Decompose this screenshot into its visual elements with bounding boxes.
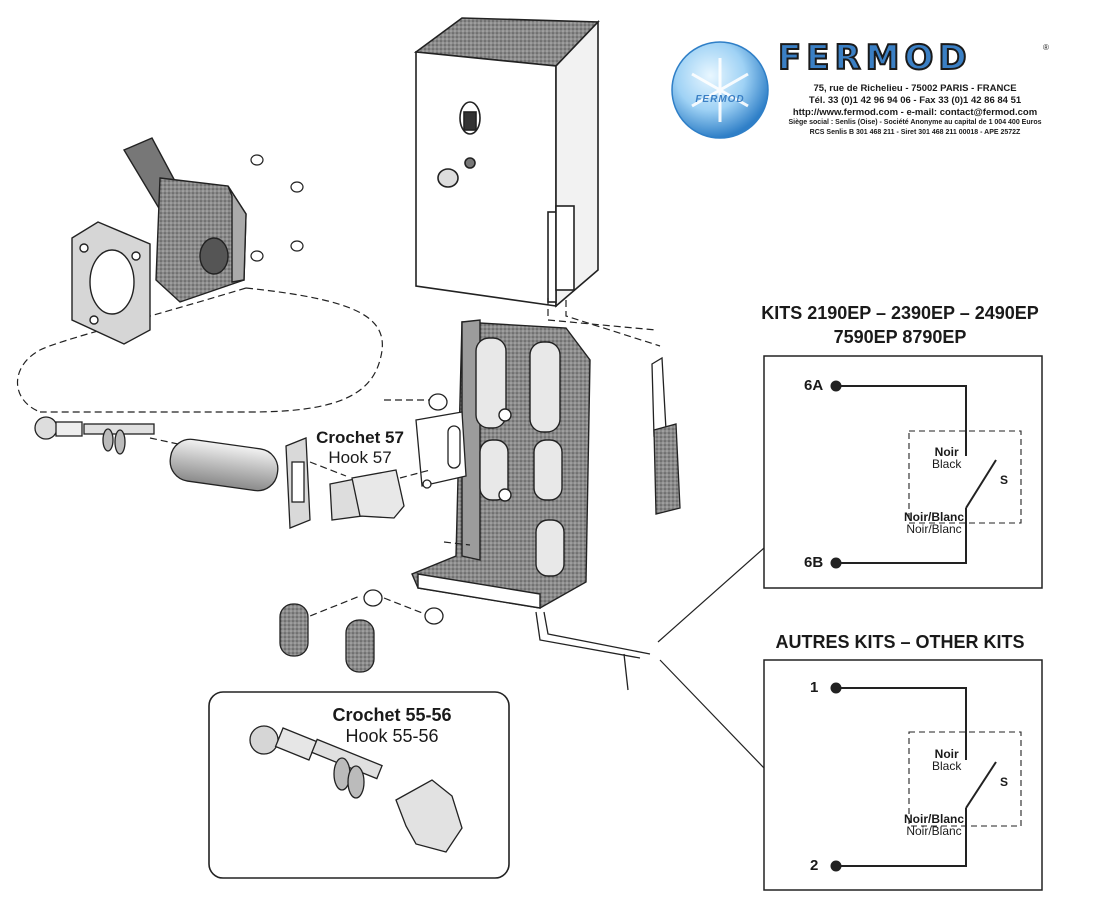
- other-wire-noir-fr: Noir: [934, 747, 959, 761]
- terminal-2: 2: [810, 857, 819, 874]
- terminal-1: 1: [810, 679, 819, 696]
- hook-5556-fr: Crochet 55-56: [332, 705, 452, 725]
- ep-wire-noirblanc-en: Noir/Blanc: [906, 522, 962, 536]
- address-line-4: Siège social : Senlis (Oise) - Société A…: [788, 119, 1042, 126]
- hook-57-label: Crochet 57 Hook 57: [300, 428, 420, 468]
- wiring-box-ep: [763, 355, 1043, 589]
- fermod-badge-logo: [671, 41, 769, 139]
- ep-wire-noirblanc: Noir/Blanc Noir/Blanc: [904, 511, 964, 535]
- kits-other-title: AUTRES KITS – OTHER KITS: [775, 632, 1025, 652]
- hook-5556-label: Crochet 55-56 Hook 55-56: [312, 705, 472, 747]
- badge-text: FERMOD: [695, 94, 745, 105]
- ep-wire-noir-fr: Noir: [934, 445, 959, 459]
- other-switch-symbol: S: [1000, 775, 1009, 789]
- wiring-box-other: [763, 659, 1043, 891]
- address-line-1: 75, rue de Richelieu - 75002 PARIS - FRA…: [813, 83, 1017, 94]
- address-line-5: RCS Senlis B 301 468 211 - Siret 301 468…: [809, 129, 1021, 136]
- other-wire-noir: Noir Black: [932, 748, 961, 772]
- handle: [122, 137, 247, 303]
- ep-switch-symbol: S: [1000, 473, 1009, 487]
- registered-mark: ®: [1043, 43, 1049, 52]
- other-wire-noirblanc-fr: Noir/Blanc: [904, 812, 965, 826]
- ep-wire-black-en: Black: [932, 457, 962, 471]
- pads: [279, 393, 448, 673]
- shaft-assembly: [34, 416, 405, 529]
- brand-wordmark: FERMOD: [777, 38, 972, 78]
- other-wire-black-en: Black: [932, 759, 962, 773]
- screws: [250, 154, 304, 262]
- address-line-3: http://www.fermod.com - e-mail: contact@…: [792, 107, 1038, 118]
- kits-ep-title-2: 7590EP 8790EP: [833, 327, 967, 347]
- ep-wire-noir: Noir Black: [932, 446, 961, 470]
- base-plate: [411, 319, 591, 609]
- cable: [535, 611, 651, 691]
- kits-ep-title-1: KITS 2190EP – 2390EP – 2490EP: [761, 303, 1039, 323]
- side-switch: [651, 356, 681, 515]
- hook-57-fr: Crochet 57: [316, 428, 404, 447]
- other-wire-noirblanc: Noir/Blanc Noir/Blanc: [904, 813, 964, 837]
- address-line-2: Tél. 33 (0)1 42 96 94 06 - Fax 33 (0)1 4…: [808, 95, 1022, 106]
- terminal-6b: 6B: [804, 554, 824, 571]
- hook-5556-part: [249, 725, 463, 853]
- ep-wire-noirblanc-fr: Noir/Blanc: [904, 510, 965, 524]
- hook-57-en: Hook 57: [328, 448, 392, 467]
- leader-lines: [657, 547, 765, 769]
- cover-box: [413, 17, 600, 308]
- terminal-6a: 6A: [804, 377, 824, 394]
- handle-gasket: [71, 221, 151, 345]
- other-wire-noirblanc-en: Noir/Blanc: [906, 824, 962, 838]
- hook-5556-en: Hook 55-56: [345, 726, 439, 746]
- switch-bracket: [415, 411, 467, 489]
